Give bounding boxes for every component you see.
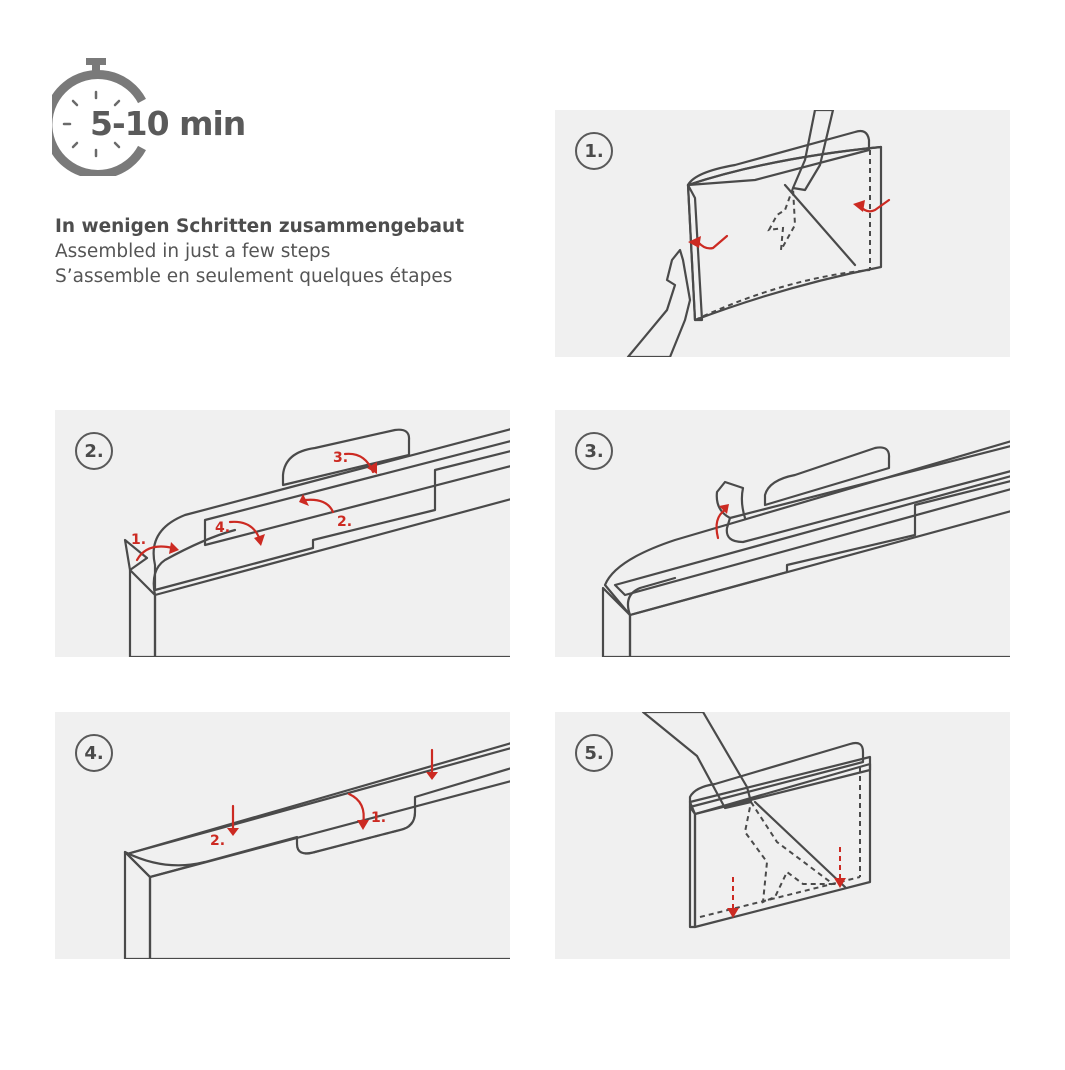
step-4-badge: 4. — [75, 734, 113, 772]
step-4-panel: 4. 2. 1. — [55, 712, 510, 959]
step-3-badge: 3. — [575, 432, 613, 470]
step-4-label-2: 2. — [210, 833, 225, 849]
intro-text: In wenigen Schritten zusammengebaut Asse… — [55, 214, 464, 289]
step-5-badge: 5. — [575, 734, 613, 772]
step-4-illustration: 2. 1. — [123, 742, 510, 959]
intro-line-en: Assembled in just a few steps — [55, 241, 331, 262]
step-3-panel: 3. — [555, 410, 1010, 657]
step-5-illustration — [641, 712, 872, 929]
step-1-badge: 1. — [575, 132, 613, 170]
step-2-illustration: 3. 2. 4. 1. — [123, 428, 510, 657]
step-2-label-1: 1. — [131, 532, 146, 548]
step-5-panel: 5. — [555, 712, 1010, 959]
duration-label: 5-10 min — [90, 104, 246, 143]
step-2-label-3: 3. — [333, 450, 348, 466]
step-2-panel: 2. 3. 2. 4. 1. — [55, 410, 510, 657]
step-1-illustration — [626, 110, 891, 357]
stopwatch-icon — [52, 58, 146, 176]
step-2-label-2: 2. — [337, 514, 352, 530]
step-4-label-1: 1. — [371, 810, 386, 826]
intro-line-fr: S’assemble en seulement quelques étapes — [55, 266, 453, 287]
step-1-panel: 1. — [555, 110, 1010, 357]
intro-line-de: In wenigen Schritten zusammengebaut — [55, 216, 465, 237]
step-2-label-4: 4. — [215, 520, 230, 536]
step-3-illustration — [601, 440, 1010, 657]
step-2-badge: 2. — [75, 432, 113, 470]
